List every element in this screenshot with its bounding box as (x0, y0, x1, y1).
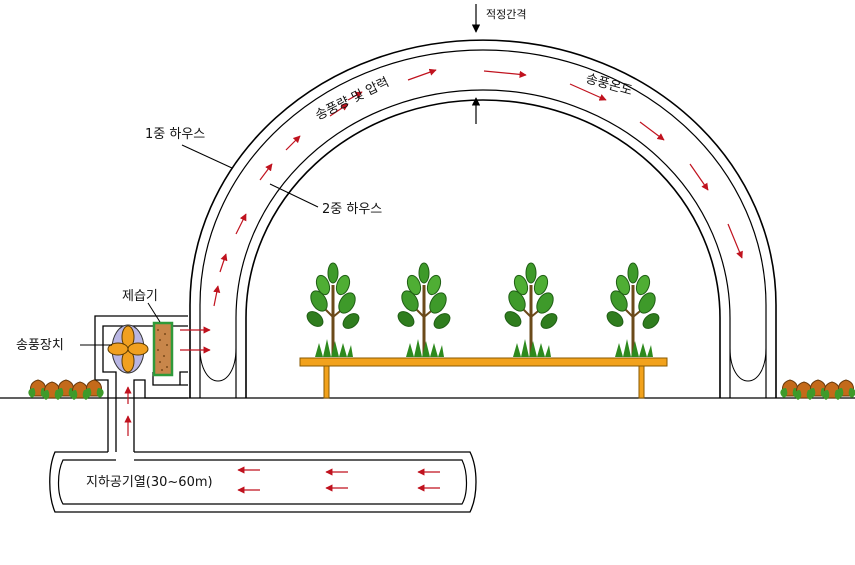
label-outer-house: 1중 하우스 (145, 127, 205, 142)
airflow-arrows (124, 68, 743, 494)
label-inner-house: 2중 하우스 (322, 202, 382, 217)
label-blower: 송풍장치 (16, 338, 64, 353)
shrub-icon (779, 379, 855, 401)
plant-icon (393, 261, 455, 359)
fan-icon (107, 324, 149, 374)
inner-house (235, 89, 731, 398)
curtain-left (199, 347, 237, 382)
label-proper-gap: 적정간격 (486, 8, 526, 21)
plant-icon (602, 261, 664, 359)
plant-icon (500, 261, 562, 359)
inner-house-leader (269, 183, 319, 208)
curtain-right (729, 347, 767, 382)
label-underground-tube: 지하공기열(30~60m) (86, 475, 213, 490)
outer-house (189, 39, 777, 398)
underground-tube (49, 451, 477, 513)
outer-house-leader (181, 144, 233, 169)
label-air-temperature: 송풍온도 (584, 71, 634, 99)
label-dehumidifier: 제습기 (122, 289, 158, 304)
bench-table (299, 357, 668, 399)
dehumidifier-leader (147, 302, 161, 323)
plant-icon (302, 261, 364, 359)
dehumidifier (152, 321, 174, 377)
shrub-icon (27, 379, 105, 401)
